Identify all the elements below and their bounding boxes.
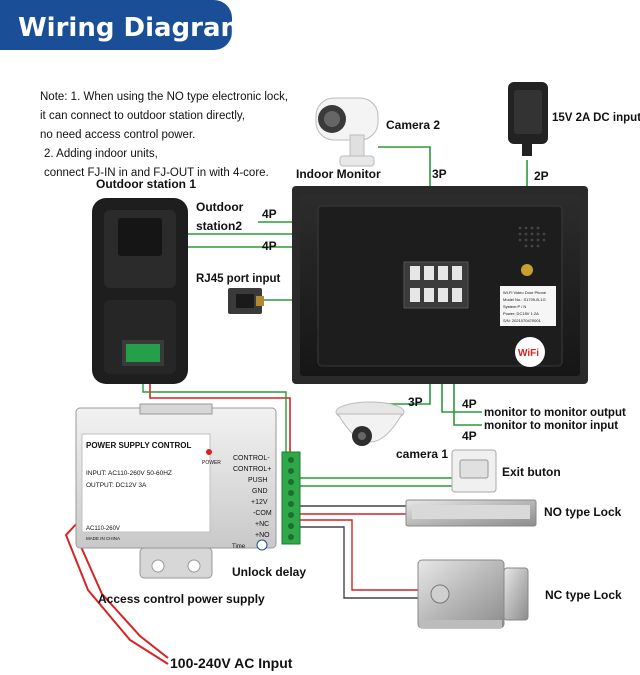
speaker-grille: [518, 226, 546, 248]
label-outdoor-station-1: Outdoor station 1: [96, 177, 196, 191]
terminal-labels: CONTROL- CONTROL+ PUSH GND +12V -COM +NC…: [233, 455, 272, 539]
wire-nc-lock-1: [300, 519, 440, 591]
label-unlock-delay: Unlock delay: [232, 565, 306, 579]
label-indoor-monitor: Indoor Monitor: [296, 167, 381, 181]
dc-jack: [521, 264, 533, 276]
note-line-2: it can connect to outdoor station direct…: [40, 110, 245, 122]
page-title: Wiring Diagram: [18, 13, 248, 43]
dome-camera-1: camera 1 3P: [335, 395, 448, 461]
no-type-lock: NO type Lock: [405, 499, 622, 527]
terminal-label-5: -COM: [253, 510, 272, 517]
power-box-header: POWER SUPPLY CONTROL: [86, 441, 191, 450]
exit-button-device: Exit buton: [451, 449, 561, 493]
terminal-label-1: CONTROL+: [233, 466, 271, 473]
label-2p: 2P: [534, 169, 549, 183]
title-banner: Wiring Diagram: [0, 0, 248, 50]
rj45-port: RJ45 port input: [196, 273, 281, 314]
terminal-label-7: +NO: [255, 532, 270, 539]
label-4p-b: 4P: [262, 239, 277, 253]
sticker-line-4: Power: DC15V 1.2A: [503, 311, 539, 316]
monitor-sticker: [500, 286, 556, 326]
label-4p-d: 4P: [462, 429, 477, 443]
label-4p-c: 4P: [462, 397, 477, 411]
power-led-label: POWER: [202, 460, 221, 466]
wire-ac-1: [64, 519, 169, 665]
label-3p-bottom: 3P: [408, 395, 423, 409]
label-ac-input: 100-240V AC Input: [170, 655, 293, 671]
label-outdoor-station-2-a: Outdoor: [196, 200, 244, 214]
label-mon-out: monitor to monitor output: [484, 407, 626, 419]
time-knob: [256, 539, 268, 551]
label-mon-in: monitor to monitor input: [484, 420, 618, 432]
time-label: Time: [232, 544, 246, 550]
title-banner-bg: [0, 0, 232, 50]
sticker-line-5: S/N: 2021070470001: [503, 318, 542, 323]
wifi-badge: [515, 337, 545, 367]
bullet-camera-2: Camera 2: [315, 97, 440, 167]
label-camera-2: Camera 2: [386, 118, 440, 132]
note-line-3: no need access control power.: [40, 129, 195, 141]
connector-sockets: [410, 266, 462, 302]
wire-exit-2: [300, 480, 463, 487]
label-camera-1: camera 1: [396, 447, 448, 461]
note-line-1: Note: 1. When using the NO type electron…: [40, 91, 288, 103]
terminal-label-0: CONTROL-: [233, 455, 270, 462]
label-nc-lock: NC type Lock: [545, 588, 622, 602]
label-outdoor-station-2-b: station2: [196, 219, 242, 233]
terminal-label-3: GND: [252, 488, 268, 495]
label-exit-button: Exit buton: [502, 465, 561, 479]
nc-type-lock: NC type Lock: [417, 559, 622, 629]
label-rj45: RJ45 port input: [196, 273, 281, 285]
power-adapter: 15V 2A DC input 2P: [508, 82, 640, 183]
terminal-label-6: +NC: [255, 521, 269, 528]
power-led: [206, 449, 212, 455]
power-box-panel: [81, 433, 211, 533]
label-access-control-supply: Access control power supply: [98, 592, 265, 606]
power-supply-box: POWER SUPPLY CONTROL POWER INPUT: AC110-…: [75, 403, 301, 579]
wire-nc-lock-2: [300, 526, 440, 599]
sticker-line-2: Model No.: S1709-B-1G: [503, 297, 546, 302]
note-line-4: 2. Adding indoor units,: [44, 148, 158, 160]
power-box-output: OUTPUT: DC12V 3A: [86, 482, 147, 489]
indoor-monitor: Indoor Monitor 3P Wi-Fi Video Door Phone…: [292, 167, 588, 384]
installation-note: Note: 1. When using the NO type electron…: [40, 91, 288, 179]
terminal-label-4: +12V: [251, 499, 268, 506]
power-box-made-in: MADE IN CHINA: [86, 536, 120, 541]
label-power-adapter: 15V 2A DC input: [552, 112, 640, 124]
wifi-logo-text: WiFi: [518, 348, 539, 359]
terminal-label-2: PUSH: [248, 477, 267, 484]
note-line-5: connect FJ-IN in and FJ-OUT in with 4-co…: [44, 167, 269, 179]
label-3p-top: 3P: [432, 167, 447, 181]
sticker-line-1: Wi-Fi Video Door Phone: [503, 290, 547, 295]
label-no-lock: NO type Lock: [544, 505, 622, 519]
power-box-input: INPUT: AC110-260V 50-60HZ: [86, 470, 172, 477]
power-box-model: AC110-260V: [86, 526, 120, 532]
sticker-line-3: System:P / N: [503, 304, 526, 309]
terminal-strip: [281, 451, 301, 545]
label-4p-a: 4P: [262, 207, 277, 221]
outdoor-station: Outdoor station 1: [92, 177, 196, 384]
